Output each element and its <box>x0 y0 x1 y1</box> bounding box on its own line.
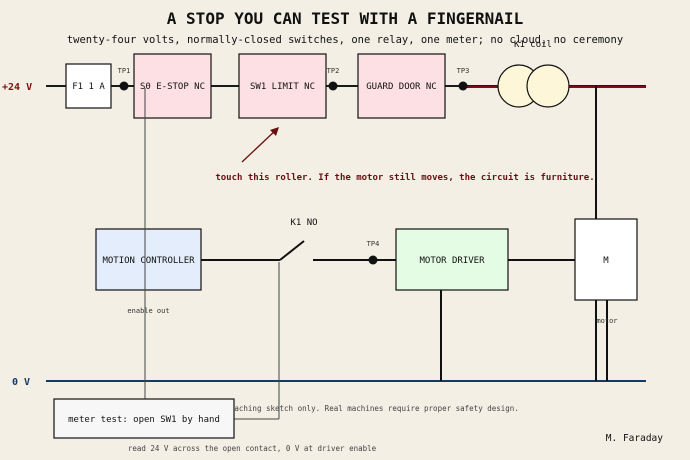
fuse-block <box>65 63 112 109</box>
meter-test-box <box>53 398 235 439</box>
enable-out-label: enable out <box>127 307 169 315</box>
tp2-label: TP2 <box>327 67 340 75</box>
relay-coil-right <box>526 64 570 108</box>
limit-switch-block <box>238 53 327 119</box>
relay-contact-label: K1 NO <box>290 218 317 228</box>
estop-switch-block <box>133 53 212 119</box>
motion-controller-label: MOTION CONTROLLER <box>102 256 195 266</box>
test-point-tp3 <box>458 81 468 91</box>
limit-label: SW1 LIMIT NC <box>250 82 315 92</box>
tp3-label: TP3 <box>457 67 470 75</box>
relay-coil-label: K1 coil <box>514 40 552 50</box>
test-point-tp4 <box>368 255 378 265</box>
motor-block <box>574 218 638 301</box>
guard-door-switch-block <box>357 53 446 119</box>
diagram-title: A STOP YOU CAN TEST WITH A FINGERNAIL <box>167 9 523 28</box>
annotation-arrow-line <box>241 128 278 163</box>
diagram-subtitle: twenty-four volts, normally-closed switc… <box>67 34 623 46</box>
negative-rail-label: 0 V <box>12 377 30 388</box>
test-point-tp2 <box>328 81 338 91</box>
motor-label: M <box>603 256 609 266</box>
roller-annotation: touch this roller. If the motor still mo… <box>215 172 594 183</box>
positive-rail-label: +24 V <box>2 82 32 93</box>
motion-controller-block <box>95 228 202 291</box>
estop-label: S0 E-STOP NC <box>140 82 205 92</box>
meter-test-label: meter test: open SW1 by hand <box>68 415 220 425</box>
relay-contact-blade <box>279 240 305 261</box>
meter-test-note: read 24 V across the open contact, 0 V a… <box>128 444 377 453</box>
tp1-label: TP1 <box>118 67 131 75</box>
motor-note: motor <box>596 317 617 325</box>
annotation-arrow-head <box>270 127 279 136</box>
fuse-label: F1 1 A <box>72 82 105 92</box>
tp4-label: TP4 <box>367 240 380 248</box>
test-point-tp1 <box>119 81 129 91</box>
motor-driver-block <box>395 228 509 291</box>
motor-driver-label: MOTOR DRIVER <box>419 256 485 266</box>
bench-note: Bench note: teaching sketch only. Real m… <box>171 404 519 413</box>
signature: M. Faraday <box>606 433 663 444</box>
guard-door-label: GUARD DOOR NC <box>366 82 436 92</box>
